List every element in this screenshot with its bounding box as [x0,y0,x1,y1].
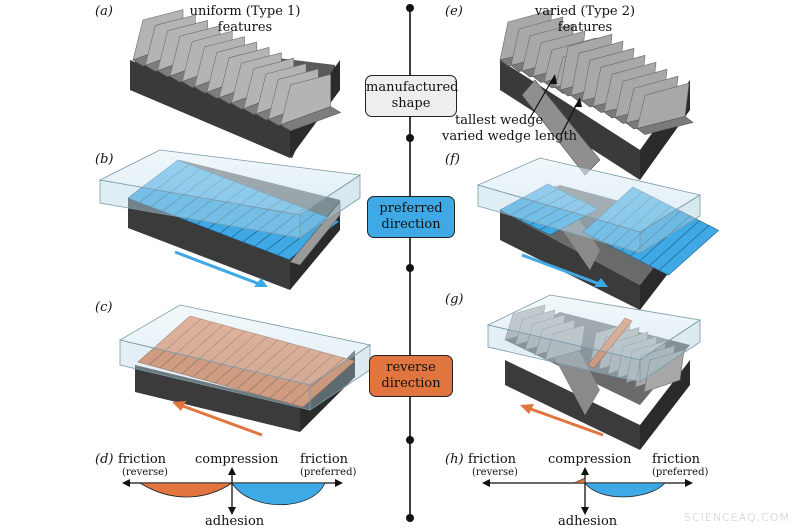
preferred-lobe-h [584,482,666,498]
badge-reverse-line1: reverse [386,360,436,375]
contact-strip-f [658,225,720,276]
watermark: SCIENCEAQ.COM [683,511,790,524]
panel-label-b: (b) [95,152,114,167]
wedge-g [643,349,685,393]
panel-label-d: (d) [95,452,114,467]
block-a-uniform [130,9,342,158]
h-adhesion: adhesion [558,514,618,529]
annotation-tallest-wedge: tallest wedge [455,113,544,128]
preferred-lobe-d [231,482,326,506]
title-right: varied (Type 2) features [520,4,650,36]
h-reverse-label: (reverse) [472,467,518,478]
title-left: uniform (Type 1) features [180,4,310,36]
d-adhesion: adhesion [205,514,265,529]
block-b-preferred [98,149,362,290]
d-friction-left: friction [118,452,167,467]
h-compression: compression [548,452,632,467]
badge-preferred-line1: preferred [379,201,443,216]
timeline-dot-bottom [406,514,414,522]
annotation-varied-length: varied wedge length [442,129,578,144]
panel-label-f: (f) [445,152,460,167]
reverse-lobe-h [573,477,586,484]
badge-reverse-line2: direction [381,376,441,391]
h-preferred-label: (preferred) [652,467,709,478]
panel-label-g: (g) [445,292,464,307]
panel-label-h: (h) [445,452,464,467]
block-e-varied [499,9,694,180]
badge-preferred-line2: direction [381,217,441,232]
d-friction-right: friction [300,452,349,467]
reverse-lobe-d [138,482,234,498]
reverse-arrow-right [527,406,604,437]
title-right-line2: features [557,20,613,35]
preferred-arrow-right [521,253,603,287]
timeline-dot-top [406,4,414,12]
badge-manufactured-line2: shape [391,96,431,111]
block-c-reverse [118,304,372,437]
preferred-arrow-left [174,250,263,287]
title-left-line2: features [217,20,273,35]
badge-reverse-direction: reverse direction [369,355,453,397]
panel-label-e: (e) [445,4,463,19]
badge-manufactured-line1: manufactured [366,80,459,95]
force-plot-d [122,467,343,515]
panel-label-a: (a) [95,4,113,19]
wedge-e-face [636,116,694,135]
timeline-dot-1 [406,134,414,142]
h-friction-left: friction [468,452,517,467]
reverse-arrow-left [179,403,263,437]
timeline-dot-2 [406,264,414,272]
force-plot-h [482,467,693,515]
d-preferred-label: (preferred) [300,467,357,478]
block-g-reverse [486,294,702,450]
block-f-preferred [476,157,720,310]
badge-preferred-direction: preferred direction [367,196,455,238]
badge-manufactured-shape: manufactured shape [365,75,459,117]
d-reverse-label: (reverse) [122,467,168,478]
h-friction-right: friction [652,452,701,467]
wedge-a-face [279,106,342,132]
d-compression: compression [195,452,279,467]
panel-label-c: (c) [95,300,113,315]
title-right-line1: varied (Type 2) [534,4,636,19]
timeline-dot-3 [406,436,414,444]
title-left-line1: uniform (Type 1) [189,4,301,19]
